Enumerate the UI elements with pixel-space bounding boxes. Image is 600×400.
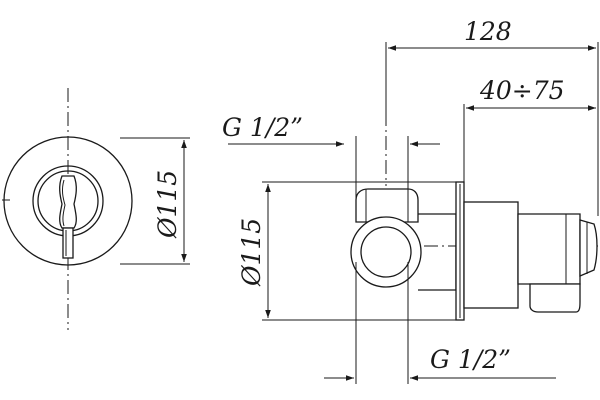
dim-128-label: 128 bbox=[464, 17, 512, 46]
side-lever bbox=[529, 283, 581, 313]
thread-bottom-label: G 1/2” bbox=[430, 345, 511, 374]
side-view: 128 40÷75 G 1/2” Ø115 G 1/2” bbox=[222, 17, 599, 384]
front-lever-stem bbox=[62, 227, 74, 259]
front-view: Ø115 bbox=[2, 88, 190, 330]
front-lever-handle bbox=[59, 175, 77, 229]
thread-top-label: G 1/2” bbox=[222, 113, 303, 142]
side-body-connector bbox=[418, 213, 457, 291]
dim-40-75-label: 40÷75 bbox=[479, 76, 565, 105]
side-diameter-label: Ø115 bbox=[237, 218, 266, 287]
side-handle-tip bbox=[579, 219, 598, 277]
side-handle-body bbox=[517, 213, 581, 285]
side-cartridge-housing bbox=[463, 201, 519, 309]
front-lever-highlight bbox=[61, 179, 66, 227]
front-wall-plate-circle bbox=[3, 136, 133, 266]
front-diameter-label: Ø115 bbox=[153, 170, 182, 239]
side-outlet-inner bbox=[360, 226, 412, 278]
